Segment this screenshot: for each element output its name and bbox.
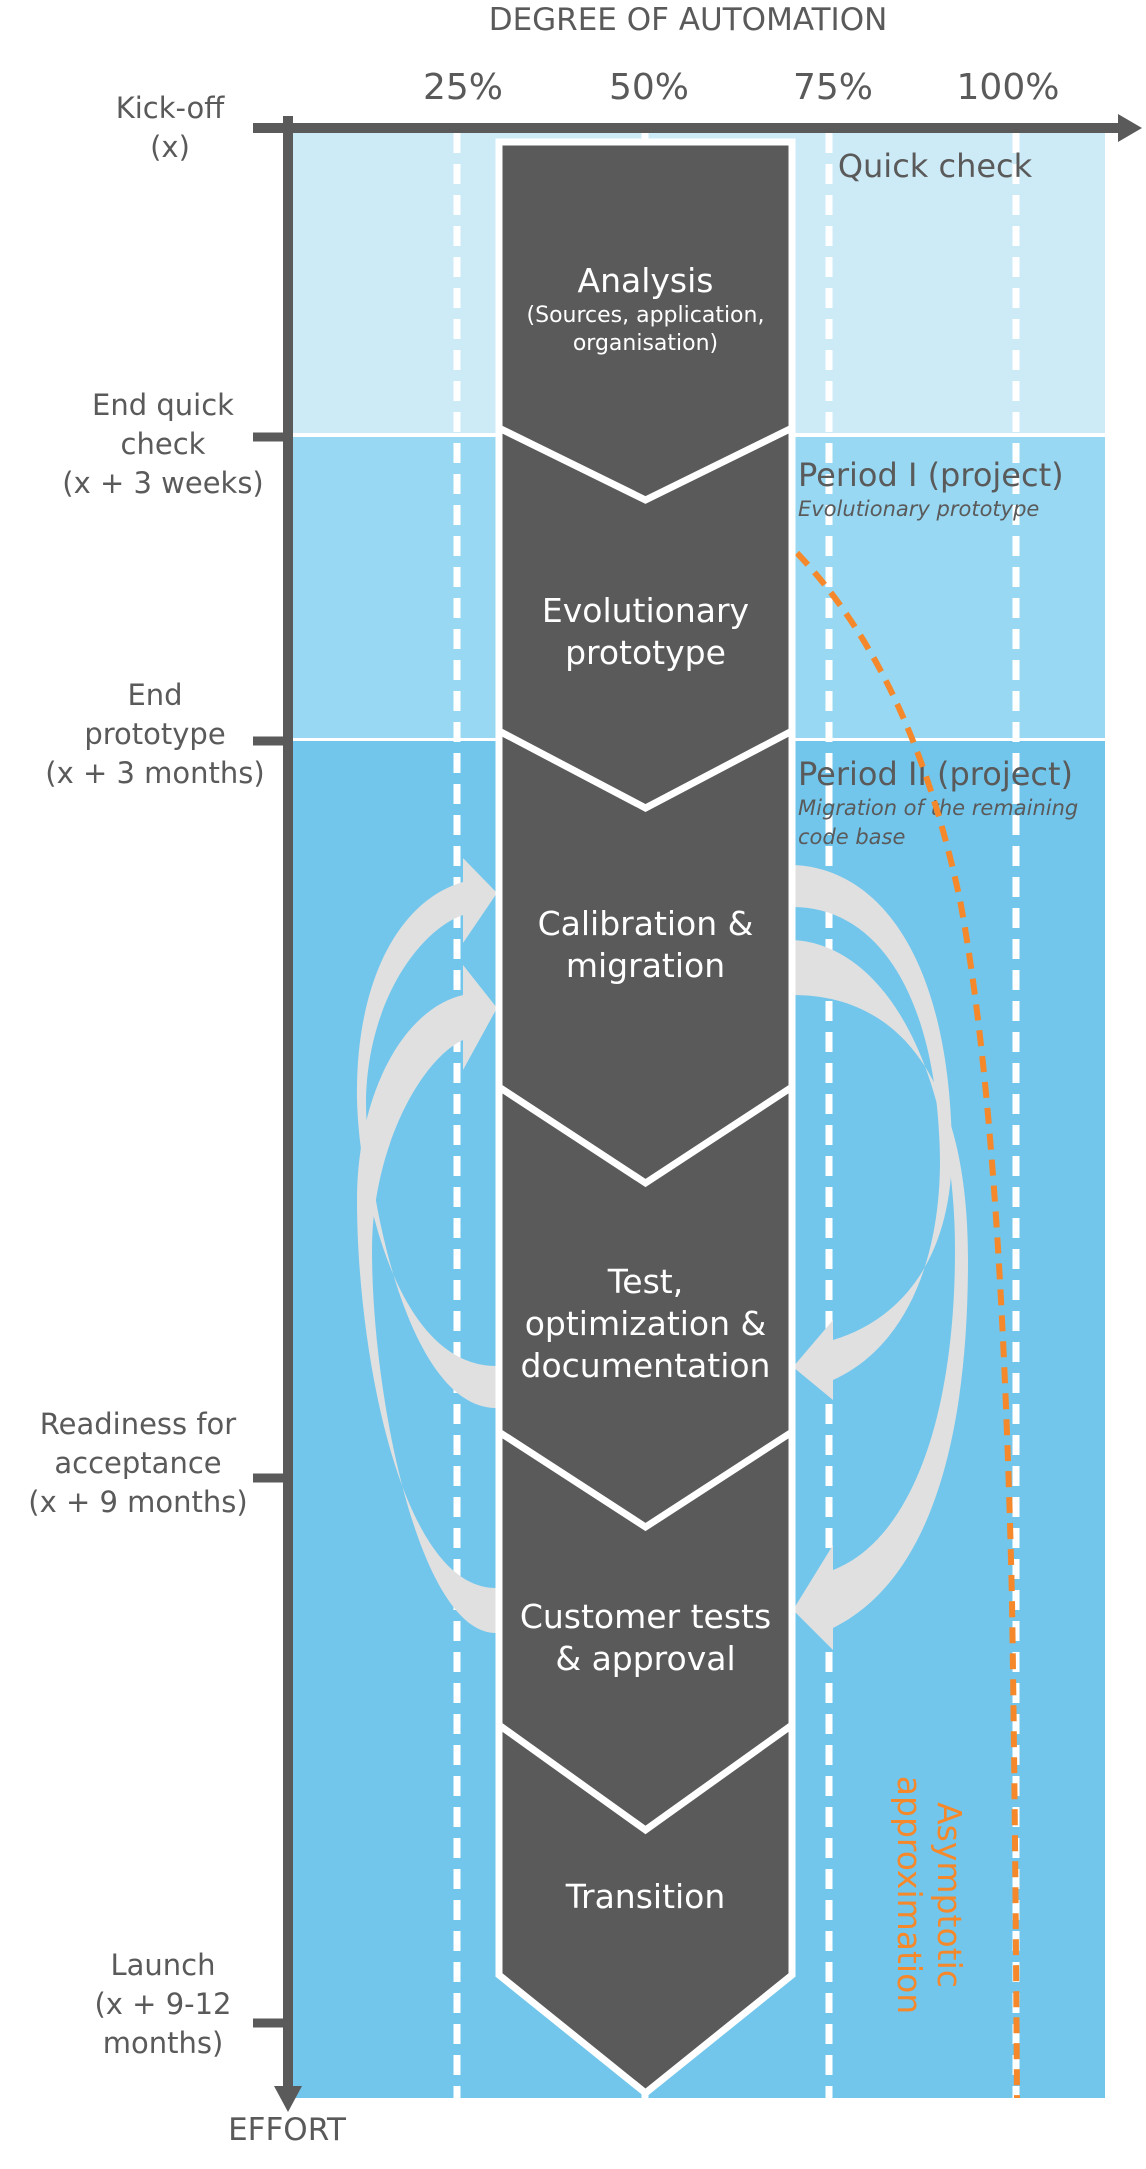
asymptotic-curve xyxy=(794,550,1020,2099)
stage-label-evolutionary-prototype: prototype xyxy=(565,633,726,672)
stage-divider-chevron xyxy=(497,424,794,504)
stage-divider-chevron xyxy=(496,1722,795,1835)
milestone-label-launch: (x + 9-12 xyxy=(94,1987,231,2021)
milestone-label-readiness: (x + 9 months) xyxy=(28,1485,247,1519)
x-tick-label: 50% xyxy=(609,67,689,108)
phase-title-quick-check: Quick check xyxy=(838,147,1033,185)
milestone-label-kickoff: (x) xyxy=(150,130,190,164)
stage-label-customer-tests: Customer tests xyxy=(520,1597,771,1636)
stage-sublabel-analysis: organisation) xyxy=(573,331,718,356)
feedback-loop-arrows xyxy=(356,858,968,1650)
y-axis-arrowhead xyxy=(274,2086,302,2112)
stage-label-customer-tests: & approval xyxy=(555,1639,735,1678)
stage-label-test-optimization: optimization & xyxy=(525,1304,767,1343)
phase-title-period-2: Period II (project) xyxy=(798,755,1073,793)
stage-label-test-optimization: Test, xyxy=(607,1262,683,1301)
milestone-label-readiness: acceptance xyxy=(54,1446,221,1480)
x-tick-label: 100% xyxy=(957,67,1060,108)
annotation-line: Asymptotic xyxy=(930,1802,969,1988)
loop-arrow-right-test xyxy=(793,865,952,1400)
milestone-label-end-prototype: prototype xyxy=(84,717,225,751)
stage-column-shape xyxy=(495,138,796,2098)
stage-divider-chevron xyxy=(497,727,794,812)
stage-column: Analysis (Sources, application, organisati… xyxy=(495,138,796,2098)
stage-label-test-optimization: documentation xyxy=(521,1346,771,1385)
asymptotic-curve-line xyxy=(794,550,1020,2099)
milestone-label-end-prototype: End xyxy=(127,678,182,712)
stage-label-transition: Transition xyxy=(565,1877,726,1916)
y-axis-title: EFFORT xyxy=(228,2112,347,2148)
milestone-label-end-quick-check: End quick xyxy=(92,388,234,422)
milestone-label-readiness: Readiness for xyxy=(40,1407,237,1441)
x-axis-arrowhead xyxy=(1118,114,1142,142)
phase-subtitle-period-1: Evolutionary prototype xyxy=(798,497,1039,521)
stage-sublabel-analysis: (Sources, application, xyxy=(527,303,765,328)
stage-label-analysis: Analysis xyxy=(578,261,714,300)
phase-subtitle-period-2: code base xyxy=(798,825,905,849)
stage-divider-chevron xyxy=(497,1084,794,1188)
milestone-labels: Kick-off (x) End quick check (x + 3 weeks) En… xyxy=(28,91,290,2060)
phase-title-period-1: Period I (project) xyxy=(798,456,1064,494)
stage-label-evolutionary-prototype: Evolutionary xyxy=(542,591,749,630)
loop-arrow-left-test xyxy=(356,858,497,1408)
loop-arrow-right-customer xyxy=(793,940,968,1650)
stage-label-calibration-migration: migration xyxy=(566,946,725,985)
milestone-label-launch: months) xyxy=(103,2026,224,2060)
loop-arrow-left-customer xyxy=(357,965,497,1633)
milestone-label-end-quick-check: (x + 3 weeks) xyxy=(62,466,264,500)
milestone-label-launch: Launch xyxy=(110,1948,215,1982)
axes: DEGREE OF AUTOMATION EFFORT 25% 50% 75% 100% xyxy=(228,2,1142,2148)
milestone-label-end-prototype: (x + 3 months) xyxy=(45,756,264,790)
x-tick-label: 75% xyxy=(793,67,873,108)
stage-divider-chevron xyxy=(497,1429,794,1532)
stage-label-calibration-migration: Calibration & xyxy=(538,904,754,943)
annotation-line: approximation xyxy=(890,1776,929,2014)
x-tick-label: 25% xyxy=(423,67,503,108)
milestone-label-kickoff: Kick-off xyxy=(116,91,226,125)
x-axis-title: DEGREE OF AUTOMATION xyxy=(489,2,888,38)
milestone-label-end-quick-check: check xyxy=(121,427,206,461)
